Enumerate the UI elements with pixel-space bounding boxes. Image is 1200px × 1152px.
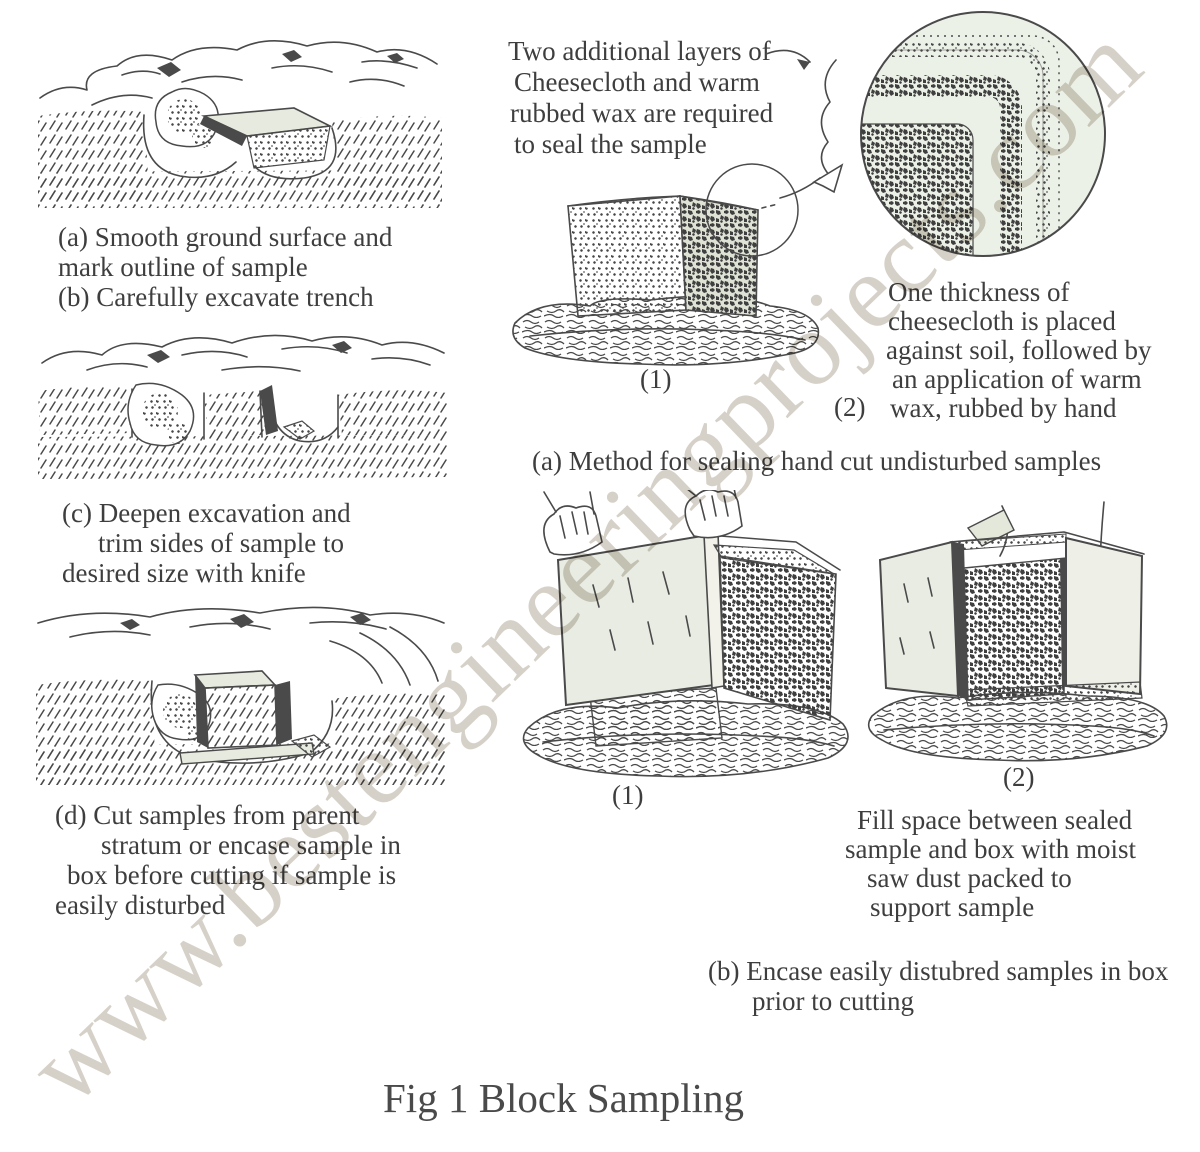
hand-left [543,505,603,556]
note-line: Fill space between sealed [857,805,1133,835]
caption-line: (d) Cut samples from parent [55,800,360,830]
caption-line: stratum or encase sample in [101,830,401,860]
note-sawdust: Fill space between sealed sample and box… [845,806,1136,922]
caption-step-c: (c) Deepen excavation and trim sides of … [62,498,351,588]
arrow-block-to-circle-shaft [779,177,821,199]
caption-line: mark outline of sample [58,252,308,282]
note-line: support sample [870,892,1035,922]
note-line: against soil, followed by [886,335,1152,365]
caption-line: (a) Smooth ground surface and [58,222,393,252]
note-line: wax, rubbed by hand [890,393,1117,423]
caption-line: trim sides of sample to [98,528,344,558]
caption-line: box before cutting if sample is [67,860,397,890]
hand-right [684,490,743,539]
label-box-2: (2) [1003,762,1035,792]
note-line: an application of warm [892,364,1142,394]
illustration-box-over-sample [498,490,866,792]
note-line: One thickness of [888,277,1070,307]
detail-arrows [752,40,972,240]
illustration-cut-sample [30,593,454,793]
arrow-note-to-circle-shaft [765,49,811,63]
illustration-box-sawdust [852,498,1177,776]
note-line: saw dust packed to [867,863,1072,893]
note-line: Two additional layers of [508,36,771,66]
note-seal-layers: Two additional layers of Cheesecloth and… [508,36,773,160]
illustration-smooth-surface [32,20,450,218]
label-block-1: (1) [640,364,672,394]
caption-line: desired size with knife [62,558,306,588]
arrow-block-to-circle-head [812,163,844,194]
caption-line: (b) Encase easily distubred samples in b… [708,956,1169,986]
figure-title: Fig 1 Block Sampling [383,1075,745,1121]
note-line: cheesecloth is placed [888,306,1116,336]
detail-circle-layers [833,6,1135,274]
note-cheesecloth: One thickness of cheesecloth is placed a… [886,277,1152,423]
caption-line: prior to cutting [752,986,914,1016]
caption-line: (c) Deepen excavation and [62,498,351,528]
label-seal-2: (2) [834,392,866,422]
caption-sealing-method: (a) Method for sealing hand cut undistur… [532,446,1102,476]
label-box-1: (1) [612,780,644,810]
caption-steps-ab: (a) Smooth ground surface and mark outli… [58,222,392,312]
note-line: to seal the sample [514,129,707,159]
caption-line: (b) Carefully excavate trench [58,282,374,312]
illustration-excavate-trench [32,315,456,485]
illustration-sealed-block [500,158,835,376]
caption-step-d: (d) Cut samples from parent stratum or e… [55,800,401,920]
caption-encase-method: (b) Encase easily distubred samples in b… [708,956,1168,1016]
caption-line: easily disturbed [55,890,226,920]
note-line: sample and box with moist [845,834,1136,864]
note-line: Cheesecloth and warm [514,67,760,97]
arrow-note-to-circle-head [797,59,810,70]
note-line: rubbed wax are required [510,98,774,128]
